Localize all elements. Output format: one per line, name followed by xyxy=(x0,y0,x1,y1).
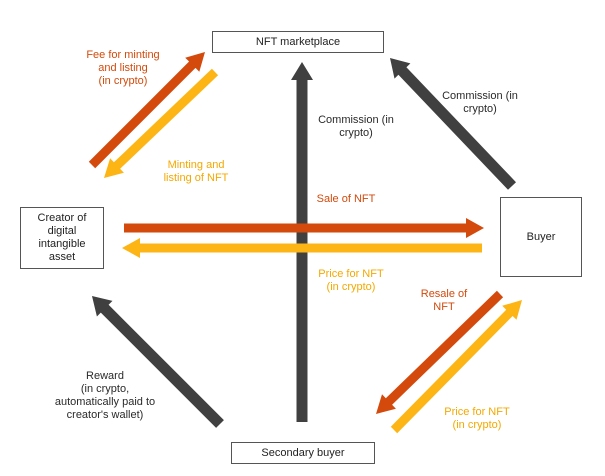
fee-for-minting-label: Fee for minting and listing (in crypto) xyxy=(86,49,160,87)
minting-listing-arrow xyxy=(104,68,219,178)
creator-label: Creator of digital intangible asset xyxy=(37,212,87,263)
nft-marketplace-box: NFT marketplace xyxy=(212,31,384,53)
buyer-box: Buyer xyxy=(500,197,582,277)
buyer-label: Buyer xyxy=(526,230,556,243)
resale-of-nft-label: Resale of NFT xyxy=(420,288,468,313)
resale-of-nft-arrow xyxy=(376,290,504,414)
price-for-nft-center-arrow xyxy=(122,238,482,258)
sale-of-nft-arrow xyxy=(124,218,484,238)
secondary-buyer-label: Secondary buyer xyxy=(261,446,345,459)
sale-of-nft-label: Sale of NFT xyxy=(316,193,376,205)
reward-label: Reward (in crypto, automatically paid to… xyxy=(54,370,156,421)
commission-right-arrow xyxy=(390,58,516,190)
nft-marketplace-label: NFT marketplace xyxy=(255,35,341,48)
price-for-nft-bottom-arrow xyxy=(390,300,522,434)
commission-center-label: Commission (in crypto) xyxy=(318,114,394,139)
price-for-nft-center-label: Price for NFT (in crypto) xyxy=(318,268,384,293)
commission-right-label: Commission (in crypto) xyxy=(442,90,518,115)
commission-center-arrow xyxy=(291,62,313,422)
secondary-buyer-box: Secondary buyer xyxy=(231,442,375,464)
creator-box: Creator of digital intangible asset xyxy=(20,207,104,269)
fee-for-minting-arrow xyxy=(88,52,205,169)
minting-listing-label: Minting and listing of NFT xyxy=(163,159,229,184)
reward-arrow xyxy=(92,296,224,428)
price-for-nft-bottom-label: Price for NFT (in crypto) xyxy=(444,406,510,431)
